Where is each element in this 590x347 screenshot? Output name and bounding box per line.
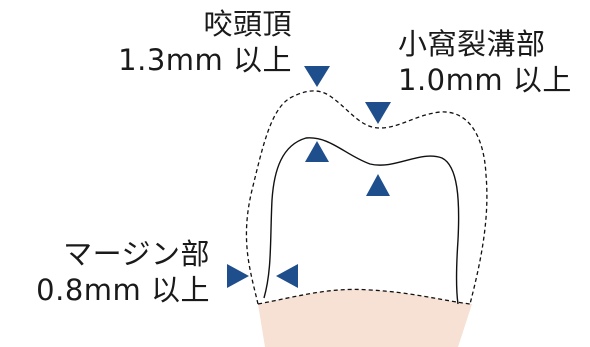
margin-dashed-line — [257, 288, 471, 305]
margin-label-value: 0.8mm 以上 — [36, 273, 210, 307]
fissure-arrow-down-icon — [365, 102, 391, 124]
fissure-label-title: 小窩裂溝部 — [398, 27, 546, 61]
original-crown-outline — [245, 90, 488, 305]
gingiva-region — [258, 289, 472, 347]
fissure-label: 小窩裂溝部 1.0mm 以上 — [398, 26, 572, 98]
cusp-arrow-up-icon — [305, 141, 329, 162]
cusp-label-title: 咬頭頂 — [203, 7, 292, 41]
prepared-tooth-outline — [263, 137, 460, 305]
cusp-label: 咬頭頂 1.3mm 以上 — [92, 6, 292, 78]
margin-arrow-right-icon — [227, 264, 249, 288]
cusp-label-value: 1.3mm 以上 — [118, 43, 292, 77]
fissure-arrow-up-icon — [366, 174, 390, 196]
cusp-arrow-down-icon — [304, 66, 330, 87]
fissure-label-value: 1.0mm 以上 — [398, 63, 572, 97]
margin-arrow-left-icon — [276, 264, 298, 288]
margin-label: マージン部 0.8mm 以上 — [0, 236, 210, 308]
margin-label-title: マージン部 — [63, 237, 210, 271]
